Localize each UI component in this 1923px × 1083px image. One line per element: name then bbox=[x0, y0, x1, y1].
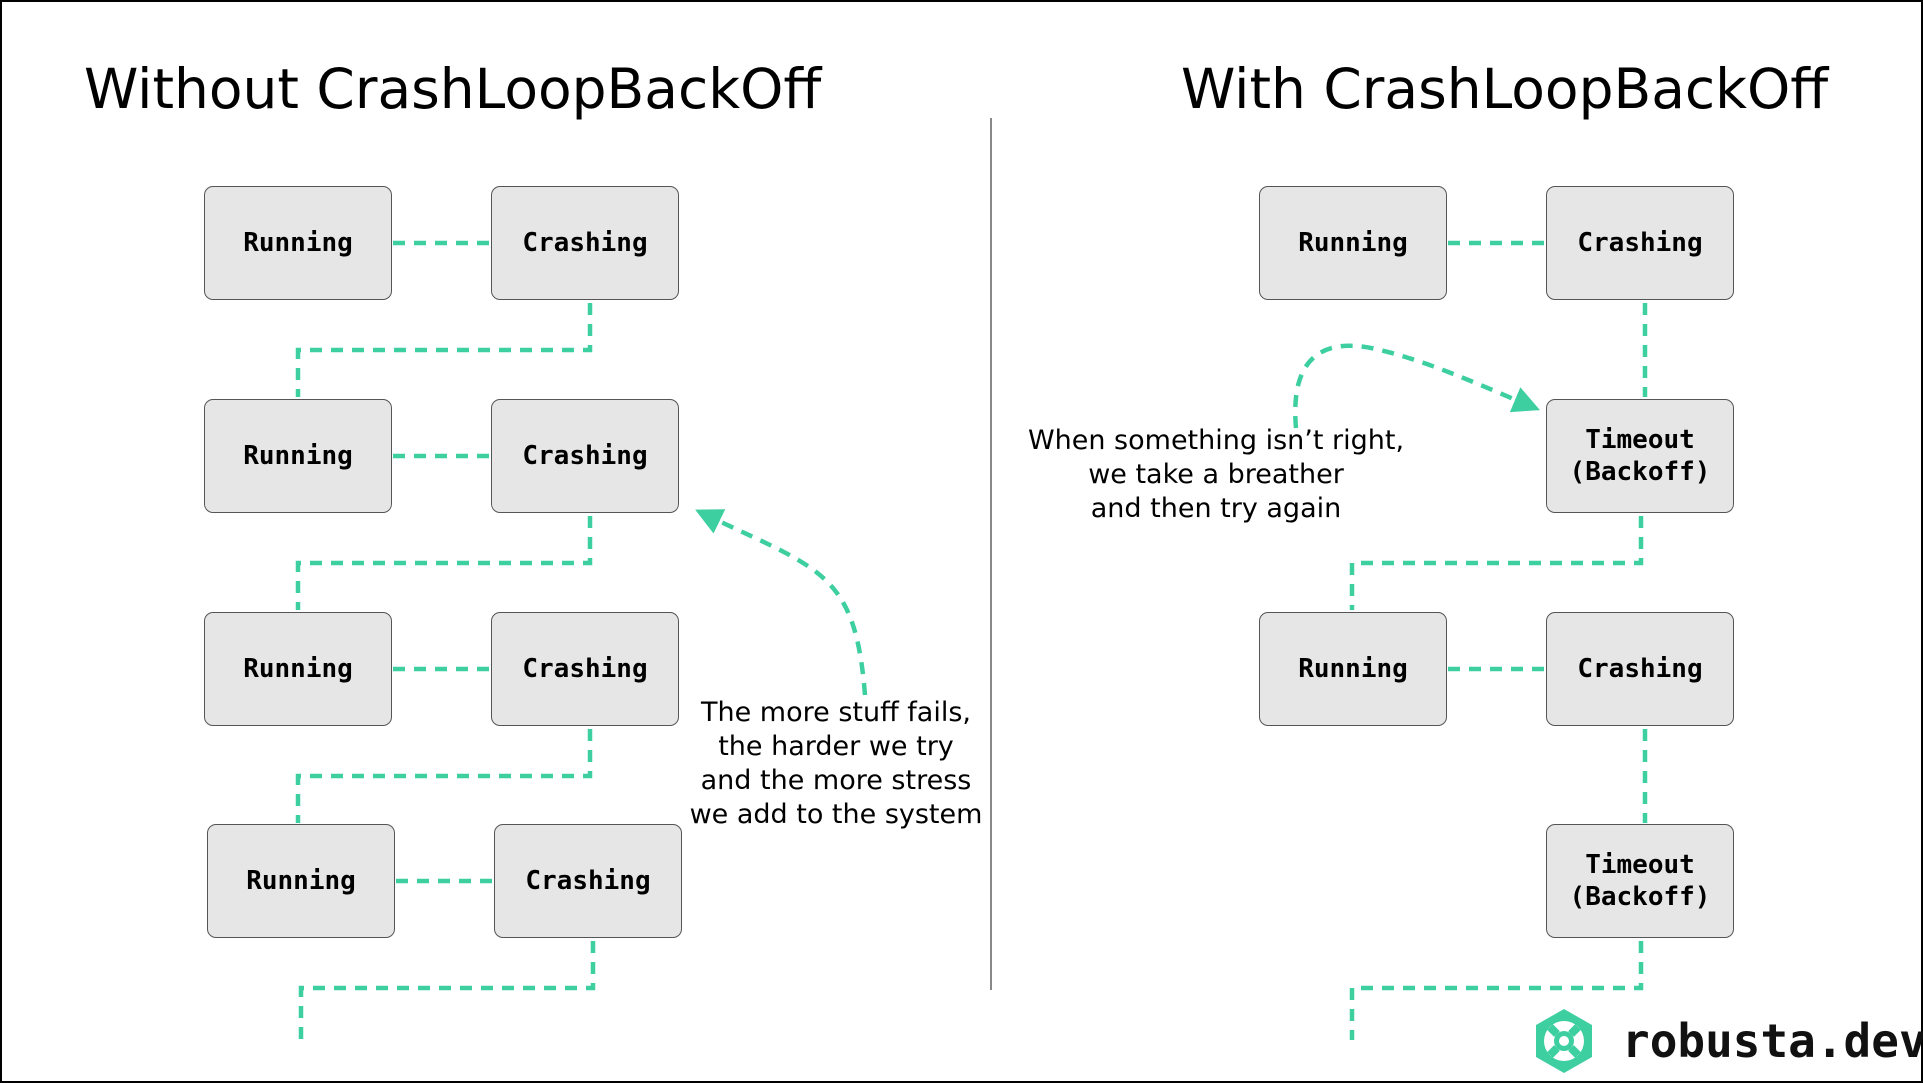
crashing-box: Crashing bbox=[1546, 612, 1734, 726]
connector-left-loop3 bbox=[295, 729, 593, 823]
connector-right-loop1 bbox=[1349, 516, 1644, 610]
running-box: Running bbox=[204, 186, 392, 300]
right-title: With CrashLoopBackOff bbox=[1181, 57, 1829, 121]
running-box: Running bbox=[207, 824, 395, 938]
connector-right-loop2 bbox=[1349, 941, 1644, 1040]
right-annotation: When something isn’t right, we take a br… bbox=[1027, 425, 1405, 524]
arrow-right-note bbox=[1293, 343, 1540, 429]
connector-left-loop2 bbox=[295, 516, 593, 610]
arrow-left-note bbox=[695, 509, 868, 696]
crashing-box: Crashing bbox=[491, 612, 679, 726]
running-box: Running bbox=[204, 399, 392, 513]
running-box: Running bbox=[1259, 612, 1447, 726]
crashing-box: Crashing bbox=[494, 824, 682, 938]
timeout-box: Timeout (Backoff) bbox=[1546, 824, 1734, 938]
crashing-box: Crashing bbox=[1546, 186, 1734, 300]
lifebuoy-icon bbox=[1536, 1009, 1592, 1073]
crashing-box: Crashing bbox=[491, 186, 679, 300]
timeout-box: Timeout (Backoff) bbox=[1546, 399, 1734, 513]
left-annotation: The more stuff fails, the harder we try … bbox=[689, 697, 983, 830]
left-title: Without CrashLoopBackOff bbox=[84, 57, 822, 121]
logo-text[interactable]: robusta.dev bbox=[1622, 1014, 1923, 1068]
connector-left-loop1 bbox=[295, 303, 593, 397]
connector-left-loop4 bbox=[298, 941, 596, 1040]
running-box: Running bbox=[204, 612, 392, 726]
running-box: Running bbox=[1259, 186, 1447, 300]
crashing-box: Crashing bbox=[491, 399, 679, 513]
